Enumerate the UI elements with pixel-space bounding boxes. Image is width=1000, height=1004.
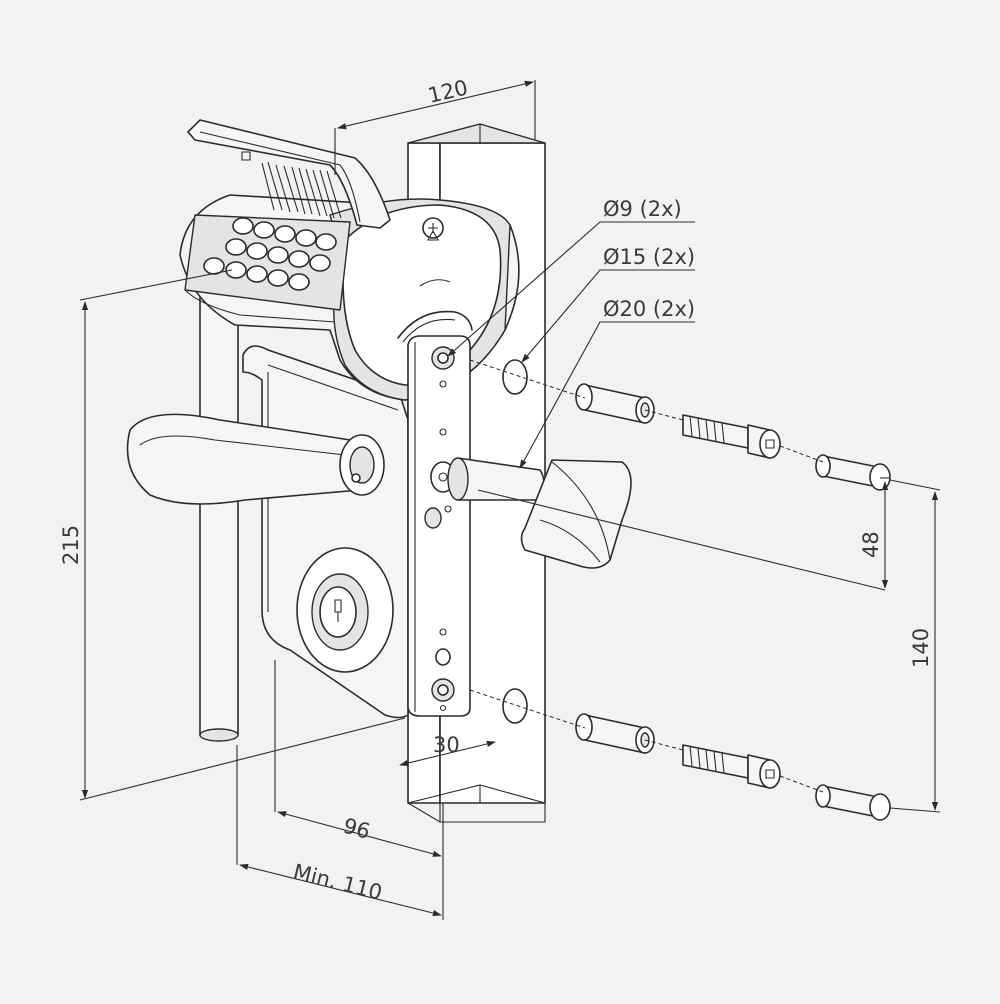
mounting-parts-bottom bbox=[469, 689, 891, 821]
lever-handle bbox=[126, 413, 385, 505]
dim-label-hole-20: Ø20 (2x) bbox=[603, 297, 695, 321]
keypad-buttons bbox=[203, 217, 337, 291]
dim-label-hole-9: Ø9 (2x) bbox=[603, 197, 682, 221]
dimension-lines bbox=[79, 80, 941, 920]
dim-label-140: 140 bbox=[909, 628, 933, 668]
dim-label-120: 120 bbox=[426, 75, 470, 107]
face-plate bbox=[407, 335, 471, 717]
dim-label-hole-15: Ø15 (2x) bbox=[603, 245, 695, 269]
mounting-parts-top bbox=[469, 359, 891, 491]
dim-label-48: 48 bbox=[859, 531, 883, 558]
dim-label-96: 96 bbox=[341, 814, 373, 844]
dim-label-30: 30 bbox=[433, 733, 460, 757]
key-cylinder bbox=[296, 547, 394, 673]
dim-label-min-110: Min. 110 bbox=[291, 860, 385, 905]
dim-label-215: 215 bbox=[59, 525, 83, 565]
